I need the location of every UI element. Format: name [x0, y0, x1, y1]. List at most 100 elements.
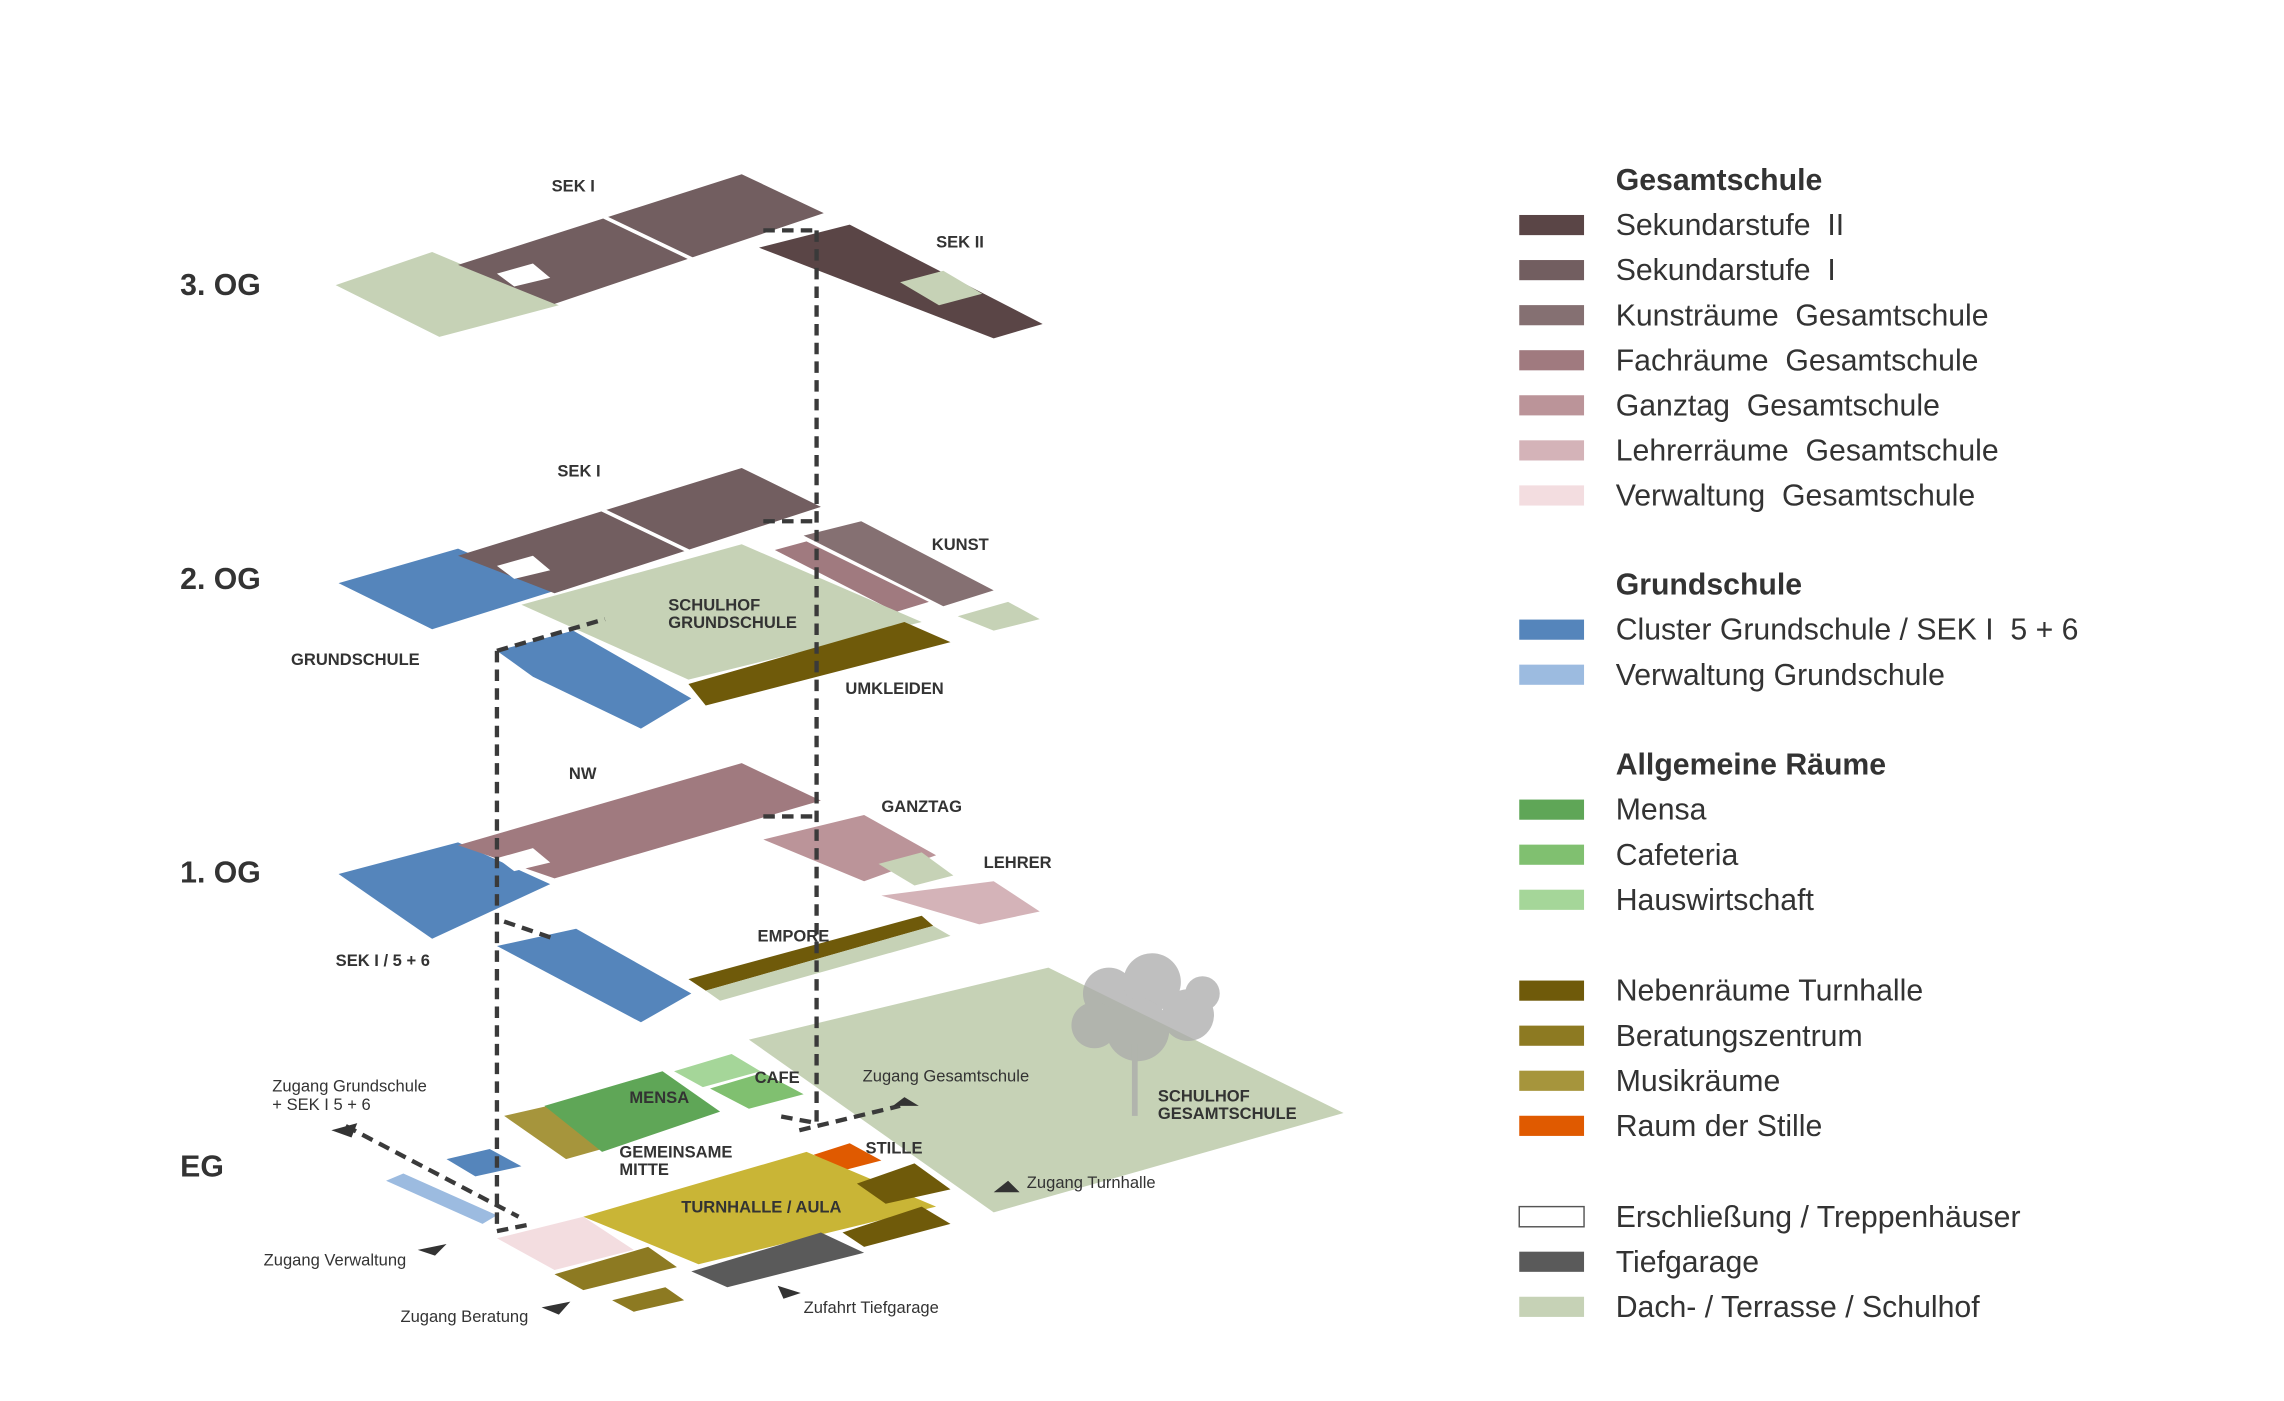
legend-item-label: Hauswirtschaft: [1616, 884, 1815, 917]
legend-swatch: [1519, 395, 1585, 416]
floor-label-3og: 3. OG: [180, 269, 261, 302]
room-label: SCHULHOF: [1158, 1087, 1250, 1106]
access-arrows: [331, 1097, 1020, 1315]
mensa-eg: [544, 1071, 721, 1152]
fach-2og: [774, 541, 929, 612]
room-label: STILLE: [866, 1138, 923, 1157]
umkleiden-2og: [688, 622, 951, 706]
legend-item-label: Musikräume: [1616, 1065, 1781, 1098]
floor-label-eg: EG: [180, 1150, 224, 1183]
room-label: SEK I: [552, 177, 595, 196]
lehrer-1og: [881, 881, 1040, 925]
room-label: CAFE: [755, 1068, 800, 1087]
room-label: GRUNDSCHULE: [291, 650, 420, 669]
legend-item-label: Erschließung / Treppenhäuser: [1616, 1201, 2021, 1234]
legend-swatch: [1519, 440, 1585, 461]
schulhof-gesamtschule: [748, 967, 1344, 1213]
room-label: GANZTAG: [881, 797, 962, 816]
access-label: Zufahrt Tiefgarage: [804, 1298, 939, 1317]
legend-item-label: Tiefgarage: [1616, 1246, 1759, 1279]
cluster-grundschule-2og-lower: [496, 630, 692, 729]
legend-item-label: Beratungszentrum: [1616, 1020, 1863, 1053]
tiefgarage-eg: [691, 1232, 865, 1288]
room-label: SCHULHOF: [668, 596, 760, 615]
legend-swatch: [1519, 980, 1585, 1001]
legend-item-label: Sekundarstufe I: [1616, 254, 1836, 287]
room-label: SEK II: [936, 233, 984, 252]
room-label: TURNHALLE / AULA: [681, 1197, 841, 1216]
cluster-1og-lower: [496, 928, 692, 1023]
access-label: Zugang Beratung: [400, 1307, 528, 1326]
legend-item-label: Dach- / Terrasse / Schulhof: [1616, 1291, 1981, 1324]
hausw-eg: [674, 1053, 761, 1088]
legend-swatch: [1518, 1205, 1585, 1228]
legend-swatch: [1519, 664, 1585, 685]
legend-swatch: [1519, 1070, 1585, 1091]
legend-swatch: [1519, 350, 1585, 371]
beratung-eg-small: [612, 1287, 685, 1312]
room-label: KUNST: [932, 535, 989, 554]
legend-swatch: [1519, 844, 1585, 865]
room-label: EMPORE: [758, 927, 830, 946]
access-label: Zugang Grundschule: [272, 1076, 427, 1095]
empore-1og: [688, 915, 934, 991]
access-label: Zugang Verwaltung: [264, 1251, 407, 1270]
sek1-3og: [458, 174, 824, 304]
room-label: SEK I: [557, 462, 600, 481]
sek2-3og: [758, 224, 1043, 339]
legend-item-label: Fachräume Gesamtschule: [1616, 344, 1979, 377]
legend-swatch: [1519, 214, 1585, 236]
room-label: MENSA: [629, 1088, 689, 1107]
room-label: SEK I / 5 + 6: [336, 951, 430, 970]
verwaltung-gesamtschule-eg: [496, 1216, 634, 1270]
legend-swatch: [1519, 619, 1585, 640]
floor-label-2og: 2. OG: [180, 563, 261, 596]
turnhalle-aula: [583, 1151, 937, 1265]
legend-item-label: Sekundarstufe II: [1616, 209, 1844, 242]
verwaltung-grundschule-eg: [386, 1173, 497, 1224]
cafe-eg: [710, 1072, 804, 1109]
legend-swatch: [1519, 1025, 1585, 1046]
terrace-1og: [878, 852, 954, 886]
legend-swatch: [1519, 260, 1585, 281]
legend-item-label: Verwaltung Grundschule: [1616, 659, 1945, 692]
legend-swatch: [1519, 485, 1585, 506]
legend-group-title: Allgemeine Räume: [1616, 749, 1886, 782]
tree-icon: [1071, 953, 1220, 1116]
legend-swatch: [1519, 1251, 1585, 1272]
legend-item-label: Ganztag Gesamtschule: [1616, 389, 1940, 422]
room-label: MITTE: [619, 1160, 669, 1179]
legend-group-title: Gesamtschule: [1616, 164, 1823, 197]
access-label: Zugang Gesamtschule: [863, 1066, 1029, 1085]
nw-fach-1og: [458, 763, 821, 879]
stair-void-2og: [496, 555, 551, 579]
floor-2og: [338, 467, 1040, 729]
legend-group-title: Grundschule: [1616, 569, 1802, 602]
legend-item-label: Mensa: [1616, 794, 1707, 827]
room-label: GESAMTSCHULE: [1158, 1104, 1297, 1123]
legend-swatch: [1519, 305, 1585, 326]
room-label: NW: [569, 764, 597, 783]
legend-swatch: [1519, 889, 1585, 910]
neben-eg-1: [856, 1163, 951, 1204]
roof-terrace-3og: [335, 251, 559, 337]
blue-small-eg: [446, 1149, 522, 1177]
room-label: UMKLEIDEN: [845, 679, 943, 698]
floor-3og: [335, 174, 1043, 339]
legend-swatch: [1519, 799, 1585, 820]
terrace-2og-small: [957, 601, 1040, 631]
room-label: LEHRER: [984, 853, 1052, 872]
beratung-eg: [554, 1246, 677, 1291]
kunst-2og: [803, 521, 994, 607]
stair-void-3og: [496, 263, 551, 287]
floor-eg: [386, 953, 1344, 1312]
circulation-lines: [344, 228, 901, 1234]
legend-item-label: Raum der Stille: [1616, 1110, 1823, 1143]
legend-swatch: [1519, 1296, 1585, 1317]
legend-item-label: Lehrerräume Gesamtschule: [1616, 434, 1999, 467]
legend-swatch: [1519, 1115, 1585, 1136]
legend-item-label: Verwaltung Gesamtschule: [1616, 480, 1975, 513]
room-label: GRUNDSCHULE: [668, 613, 797, 632]
